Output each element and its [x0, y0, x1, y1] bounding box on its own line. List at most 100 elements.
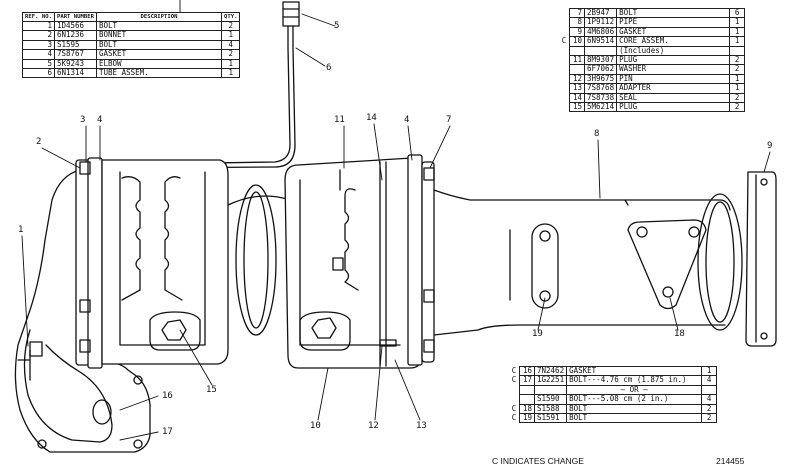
- change-mark: [560, 65, 570, 74]
- desc-cell: BONNET: [96, 30, 222, 41]
- part-cell: S1591: [533, 413, 568, 424]
- ref-cell: 19: [519, 413, 535, 424]
- desc-cell: WASHER: [616, 64, 731, 75]
- callout-2: 2: [36, 137, 42, 147]
- callout-11: 11: [334, 115, 345, 125]
- qty-cell: 1: [729, 36, 746, 47]
- change-mark: C: [511, 366, 517, 375]
- ref-cell: [519, 384, 535, 396]
- callout-4-left: 4: [97, 115, 103, 125]
- qty-cell: 2: [701, 413, 718, 424]
- bonnet: [14, 169, 151, 453]
- change-mark: [560, 103, 570, 112]
- change-mark: [560, 74, 570, 83]
- desc-cell: BOLT: [566, 413, 703, 424]
- part-cell: 6F7062: [583, 64, 618, 75]
- callout-8: 8: [594, 129, 600, 139]
- change-mark: [510, 385, 520, 394]
- qty-cell: 1: [729, 83, 746, 94]
- ref-cell: [569, 64, 585, 75]
- desc-cell: BOLT---5.08 cm (2 in.): [566, 394, 703, 405]
- change-mark: [560, 93, 570, 102]
- triangle-plate: [627, 219, 707, 310]
- part-cell: 6N1236: [53, 30, 98, 41]
- desc-cell: CORE ASSEM.: [616, 36, 731, 47]
- desc-cell: BOLT---4.76 cm (1.875 in.): [566, 375, 703, 386]
- tube-assembly: [139, 1, 300, 169]
- callout-4-right: 4: [404, 115, 410, 125]
- ref-cell: 2: [22, 30, 55, 41]
- change-mark: [560, 18, 570, 27]
- ref-cell: 17: [519, 375, 535, 386]
- callout-7: 7: [446, 115, 452, 125]
- callout-12: 12: [368, 421, 379, 431]
- qty-cell: 2: [729, 102, 746, 113]
- qty-cell: 1: [220, 68, 241, 79]
- part-cell: 7S8768: [583, 83, 618, 94]
- change-mark: C: [511, 375, 517, 385]
- ref-cell: 11: [569, 55, 585, 66]
- qty-cell: 1: [220, 30, 241, 41]
- callout-9: 9: [767, 141, 773, 151]
- callout-3: 3: [80, 115, 86, 125]
- change-mark: [560, 84, 570, 93]
- callout-5: 5: [334, 21, 340, 31]
- part-cell: 1G2251: [533, 375, 568, 386]
- link-plate: [531, 223, 559, 309]
- right-core-block: [284, 154, 435, 369]
- callout-13: 13: [416, 421, 427, 431]
- callout-6: 6: [326, 63, 332, 73]
- qty-cell: 2: [729, 64, 746, 75]
- change-indicator-note: C INDICATES CHANGE: [492, 456, 584, 466]
- desc-cell: GASKET: [96, 49, 222, 60]
- figure-number: 214455: [716, 456, 745, 466]
- leader-lines: [21, 0, 771, 441]
- part-cell: 6N9514: [583, 36, 618, 47]
- change-mark: C: [561, 36, 567, 46]
- gasket-left: [227, 184, 291, 336]
- desc-cell: PLUG: [616, 102, 731, 113]
- part-cell: 7S8767: [53, 49, 98, 60]
- callout-10: 10: [310, 421, 321, 431]
- change-mark: [560, 56, 570, 65]
- part-cell: 5M6214: [583, 102, 618, 113]
- change-mark: [560, 9, 570, 18]
- ref-cell: [519, 394, 535, 405]
- callout-14: 14: [366, 113, 377, 123]
- ref-cell: 15: [569, 102, 585, 113]
- change-mark: [510, 395, 520, 404]
- part-cell: S1590: [533, 394, 568, 405]
- callout-18: 18: [674, 329, 685, 339]
- callout-15: 15: [206, 385, 217, 395]
- desc-cell: ADAPTER: [616, 83, 731, 94]
- ref-cell: 6: [22, 68, 55, 79]
- callout-17: 17: [162, 427, 173, 437]
- callout-1: 1: [18, 225, 24, 235]
- ref-cell: 8: [569, 17, 585, 28]
- desc-cell: PIPE: [616, 17, 731, 28]
- change-mark: C: [511, 413, 517, 423]
- end-flange: [745, 171, 777, 347]
- callout-19: 19: [532, 329, 543, 339]
- ref-cell: 4: [22, 49, 55, 60]
- part-cell: 6N1314: [53, 68, 98, 79]
- ref-cell: 10: [569, 36, 585, 47]
